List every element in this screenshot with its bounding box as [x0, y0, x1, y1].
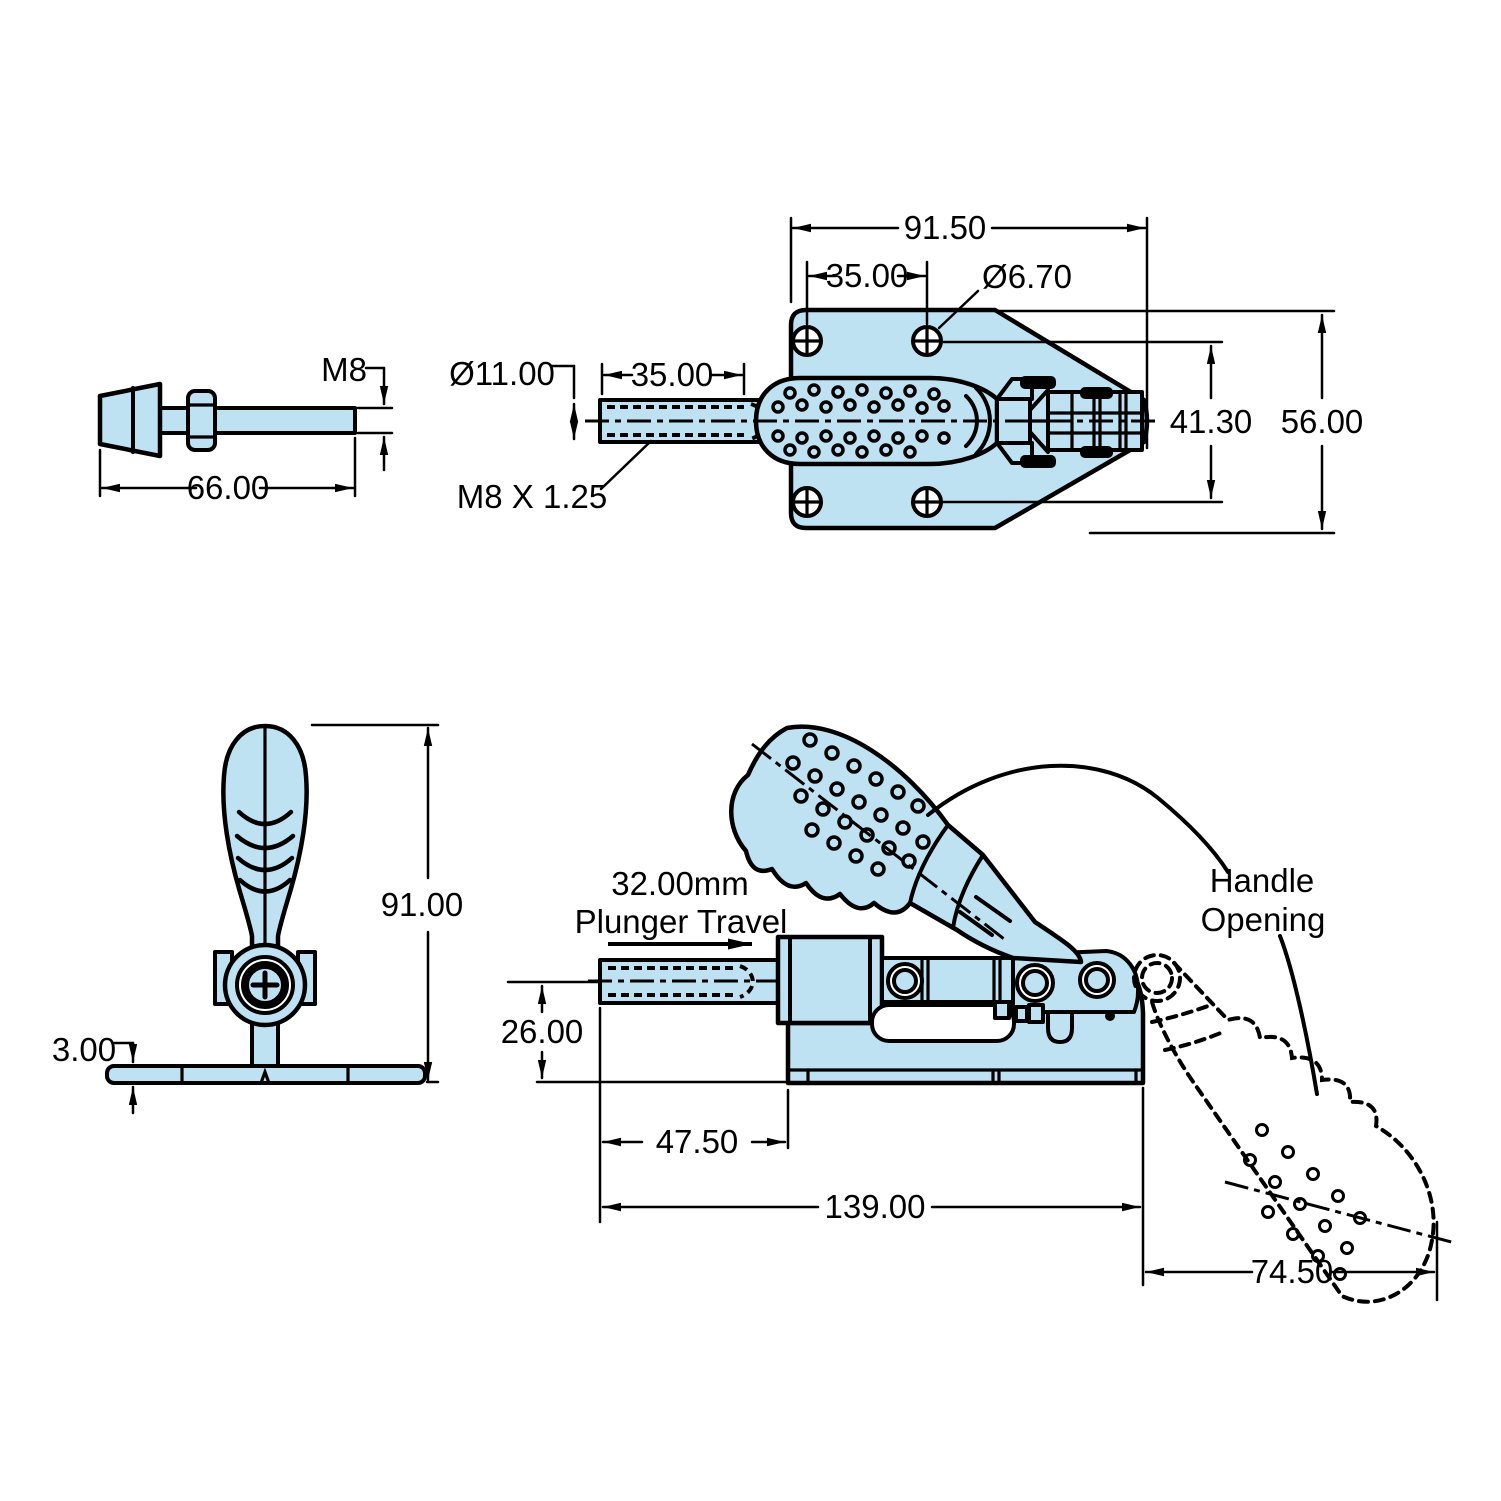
plunger-diameter-label: Ø11.00 [449, 355, 555, 392]
dimension-flange-height: 56.00 [997, 309, 1364, 535]
handle-opening-word2-label: Opening [1201, 901, 1326, 938]
overall-length-label: 139.00 [825, 1188, 926, 1225]
dimension-base-thickness: 3.00 [52, 1031, 138, 1115]
spindle-view: M8 66.00 [97, 351, 394, 506]
dimension-hole-spacing: 35.00 [805, 257, 929, 326]
flange-width-label: 91.50 [904, 209, 987, 246]
mounting-holes [791, 325, 943, 518]
spindle-head [97, 381, 163, 459]
dimension-hole-diameter: Ø6.70 [937, 258, 1072, 330]
handle-opening-arc [926, 763, 1230, 874]
handle-grip-top [753, 375, 1000, 467]
dimension-overall-height: 91.00 [310, 723, 464, 1084]
overall-height-label: 91.00 [381, 886, 464, 923]
catch-tab [1046, 1010, 1074, 1044]
handle-opening-word1-label: Handle [1210, 862, 1315, 899]
thread-spec-label: M8 X 1.25 [457, 478, 607, 515]
top-view: 91.50 35.00 Ø6.70 Ø11.00 35.00 M8 X 1.25 [449, 209, 1364, 535]
body-window-cutout [870, 1003, 1016, 1043]
dimension-spindle-length: 66.00 [98, 436, 357, 506]
rod-hidden-end [750, 402, 768, 441]
dimension-overall-length: 139.00 [601, 1086, 1145, 1287]
plunger-thread-length-label: 35.00 [631, 356, 714, 393]
dimension-hole-row-spacing: 41.30 [941, 340, 1253, 504]
spindle-hex-nut [186, 389, 217, 452]
dimension-plunger-extension: 47.50 [598, 1006, 790, 1224]
hole-row-spacing-label: 41.30 [1170, 403, 1253, 440]
handle-opening-arc-lower [1278, 934, 1319, 1096]
annotation-handle-opening: Handle Opening [1201, 862, 1326, 938]
spindle-thread-label: M8 [321, 351, 367, 388]
side-view: 32.00mm Plunger Travel 26.00 47.50 139.0… [501, 724, 1456, 1304]
grip-ridges-front [234, 809, 296, 894]
dimension-plunger-thread-length: 35.00 [600, 356, 746, 396]
hole-diameter-label: Ø6.70 [982, 258, 1072, 295]
dimension-spindle-thread: M8 [321, 351, 394, 472]
centerline-handle-closed [751, 742, 1009, 944]
dimension-thread-spec: M8 X 1.25 [457, 439, 653, 515]
phillips-cross-icon [250, 970, 280, 1000]
dimension-flange-width: 91.50 [789, 209, 1149, 450]
handle-reach-label: 74.50 [1251, 1253, 1334, 1290]
axis-height-label: 26.00 [501, 1013, 584, 1050]
front-view: 91.00 3.00 [52, 723, 464, 1115]
pivot-pin-top [1020, 376, 1056, 389]
handle-open-phantom [1132, 953, 1456, 1304]
plunger-travel-value-label: 32.00mm [611, 865, 749, 902]
guide-block-side [775, 934, 885, 1026]
dimension-plunger-travel: 32.00mm Plunger Travel [575, 865, 788, 940]
rivet-dot [1105, 1011, 1115, 1021]
handle-closed-side [729, 724, 1084, 965]
plunger-travel-caption-label: Plunger Travel [575, 903, 788, 940]
spindle-nut-facets [188, 403, 215, 439]
dimension-handle-reach: 74.50 [1144, 1220, 1439, 1302]
spindle-length-label: 66.00 [187, 469, 270, 506]
dimension-plunger-diameter: Ø11.00 [449, 355, 579, 441]
base-thickness-label: 3.00 [52, 1031, 116, 1068]
flange-height-label: 56.00 [1281, 403, 1364, 440]
plunger-extension-label: 47.50 [656, 1123, 739, 1160]
hole-spacing-label: 35.00 [826, 257, 909, 294]
grip-texture-dimples-top [771, 383, 951, 459]
dimension-axis-height: 26.00 [501, 980, 788, 1084]
centerline-handle-open [1224, 1180, 1456, 1245]
